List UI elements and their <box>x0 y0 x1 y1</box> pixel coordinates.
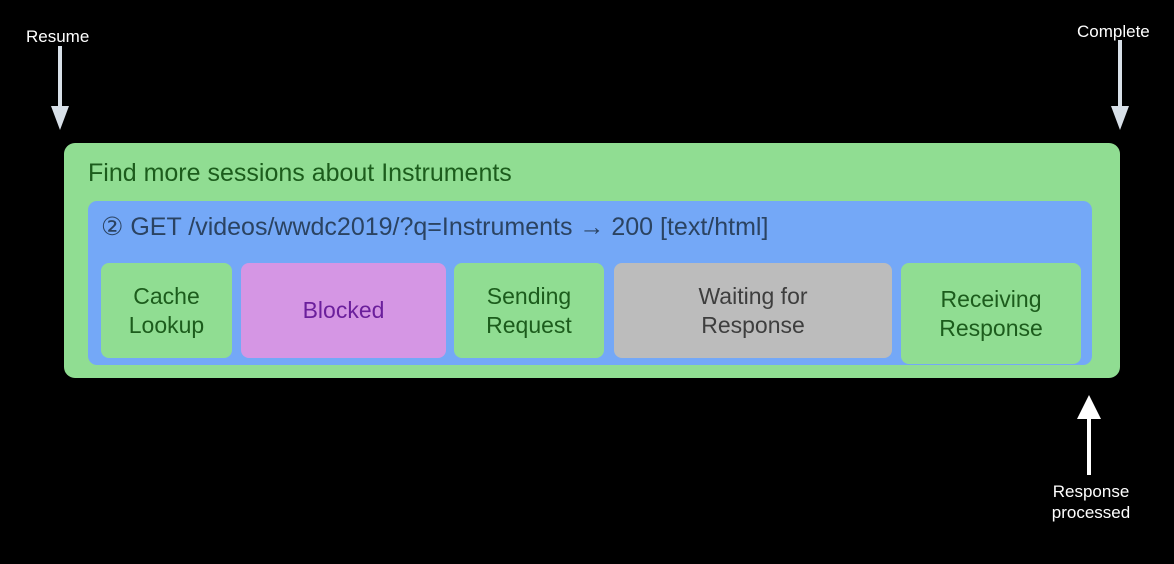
task-container[interactable]: Find more sessions about Instruments ② G… <box>64 143 1120 378</box>
task-title: Find more sessions about Instruments <box>88 159 512 187</box>
down-arrow-resume-icon <box>48 46 72 132</box>
request-bar[interactable]: ② GET /videos/wwdc2019/?q=Instruments → … <box>88 201 1092 365</box>
phase-box-cache-lookup[interactable]: Cache Lookup <box>101 263 232 358</box>
phase-box-blocked[interactable]: Blocked <box>241 263 446 358</box>
request-summary-text: ② GET /videos/wwdc2019/?q=Instruments → … <box>101 213 769 241</box>
annotation-label-response-processed: Response processed <box>1051 482 1131 522</box>
annotation-label-complete: Complete <box>1077 22 1150 41</box>
down-arrow-complete-icon <box>1108 40 1132 132</box>
phase-box-receiving-response[interactable]: Receiving Response <box>901 263 1081 364</box>
annotation-label-resume: Resume <box>26 27 90 46</box>
phase-box-waiting-for-response[interactable]: Waiting for Response <box>614 263 892 358</box>
up-arrow-response-processed-icon <box>1075 395 1103 475</box>
phase-box-sending-request[interactable]: Sending Request <box>454 263 604 358</box>
